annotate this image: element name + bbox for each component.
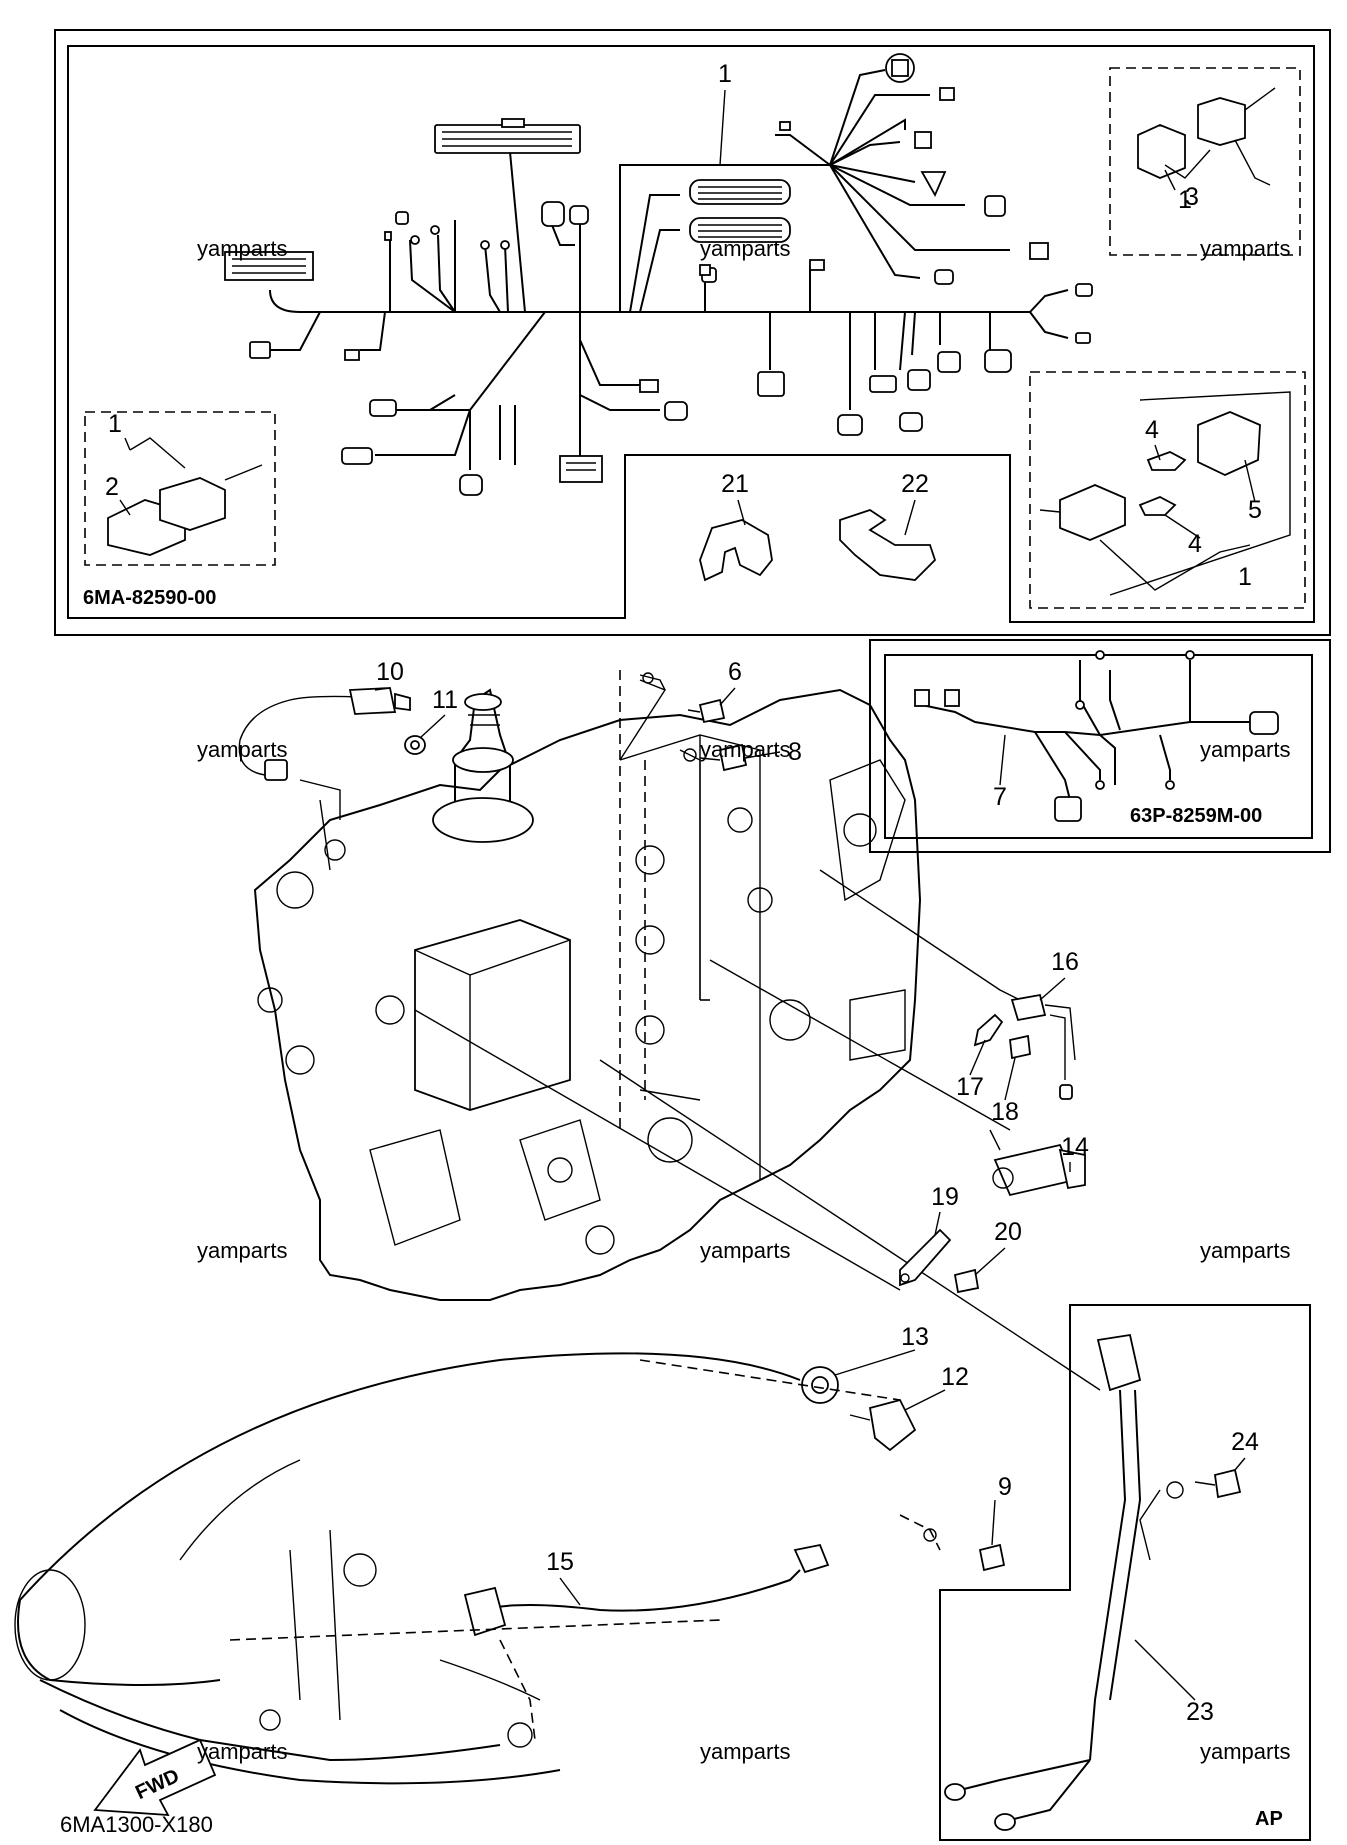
callout-6: 6 [728, 658, 742, 686]
harness-connectors [224, 53, 1093, 496]
watermark-text: yamparts [700, 737, 790, 762]
engine-block [253, 670, 922, 1301]
bottom-cowling [14, 1352, 901, 1785]
callout-1: 1 [1238, 563, 1252, 591]
watermark-text: yamparts [1200, 737, 1290, 762]
callout-23: 23 [1186, 1698, 1214, 1726]
callout-1: 1 [718, 60, 732, 88]
watermark-text: yamparts [1200, 236, 1290, 261]
watermarks: yamparts yamparts yamparts yamparts yamp… [197, 236, 1290, 1764]
watermark-text: yamparts [700, 236, 790, 261]
part-12-switch [849, 1398, 917, 1452]
callout-15: 15 [546, 1548, 574, 1576]
sub-harness-frame [869, 639, 1331, 853]
callout-22: 22 [901, 470, 929, 498]
part-18-bolt [1009, 1034, 1031, 1060]
watermark-text: yamparts [700, 1238, 790, 1263]
inset-2-parts [107, 437, 263, 556]
part-16-sensor [1010, 993, 1076, 1100]
part-17-clip [973, 1013, 1004, 1047]
sub-harness-inner [884, 654, 1313, 839]
callout-2: 2 [105, 473, 119, 501]
callout-11: 11 [432, 686, 458, 714]
callout-1: 1 [1178, 186, 1192, 214]
watermark-text: yamparts [197, 1739, 287, 1764]
part-24-bolt [1194, 1468, 1242, 1499]
inset-box-2 [84, 411, 276, 566]
harness-main-code: 6MA-82590-00 [83, 587, 216, 609]
part-11-washer [404, 735, 426, 755]
inset-box-4 [1029, 371, 1306, 609]
part-9-bolt [899, 1514, 1006, 1572]
callout-13: 13 [901, 1323, 929, 1351]
callout-12: 12 [941, 1363, 969, 1391]
callout-10: 10 [376, 658, 404, 686]
callout-7: 7 [993, 783, 1007, 811]
clamp-22 [839, 509, 937, 581]
part-14-sensor [992, 1143, 1086, 1197]
part-19-bracket [899, 1228, 952, 1287]
part-23-battery-cable [944, 1333, 1184, 1831]
part-8-bolt [683, 743, 748, 772]
callout-16: 16 [1051, 948, 1079, 976]
callout-20: 20 [994, 1218, 1022, 1246]
callout-21: 21 [721, 470, 749, 498]
callout-3: 3 [1185, 183, 1199, 211]
callout-24: 24 [1231, 1428, 1259, 1456]
watermark-text: yamparts [1200, 1739, 1290, 1764]
ap-label: AP [1255, 1808, 1283, 1830]
part-6-bolt [639, 672, 726, 724]
watermark-text: yamparts [197, 1238, 287, 1263]
callout-9: 9 [998, 1473, 1012, 1501]
callout-14: 14 [1061, 1133, 1089, 1161]
watermark-text: yamparts [1200, 1238, 1290, 1263]
callout-8: 8 [788, 738, 802, 766]
part-13-grommet [801, 1366, 839, 1404]
inset-3-parts [1137, 87, 1276, 186]
battery-cable-frame [939, 1304, 1311, 1841]
callout-19: 19 [931, 1183, 959, 1211]
callout-5: 5 [1248, 496, 1262, 524]
part-20-bolt [953, 1268, 980, 1294]
callout-4: 4 [1145, 416, 1159, 444]
leader-lines [414, 679, 1101, 1391]
callout-leaders [119, 89, 1256, 1701]
inset-box-3 [1109, 67, 1301, 256]
watermark-text: yamparts [197, 236, 287, 261]
watermark-text: yamparts [197, 737, 287, 762]
wire-harness-sub [914, 650, 1279, 822]
wire-harness-main [265, 69, 1069, 470]
harness-frame-inner [67, 45, 1315, 623]
inset-4-parts [1039, 391, 1291, 596]
figure-id: 6MA1300-X180 [60, 1812, 213, 1837]
clamp-21 [699, 519, 773, 582]
harness-sub-code: 63P-8259M-00 [1130, 805, 1262, 827]
callout-1: 1 [108, 410, 122, 438]
part-15-harness [463, 1543, 830, 1741]
harness-frame-outer [54, 29, 1331, 636]
callout-numbers: 1 1 1 1 2 3 4 4 5 6 7 8 9 10 11 12 13 14… [105, 60, 1262, 1726]
callout-17: 17 [956, 1073, 984, 1101]
callout-18: 18 [991, 1098, 1019, 1126]
watermark-text: yamparts [700, 1739, 790, 1764]
part-10-sensor [238, 687, 411, 781]
